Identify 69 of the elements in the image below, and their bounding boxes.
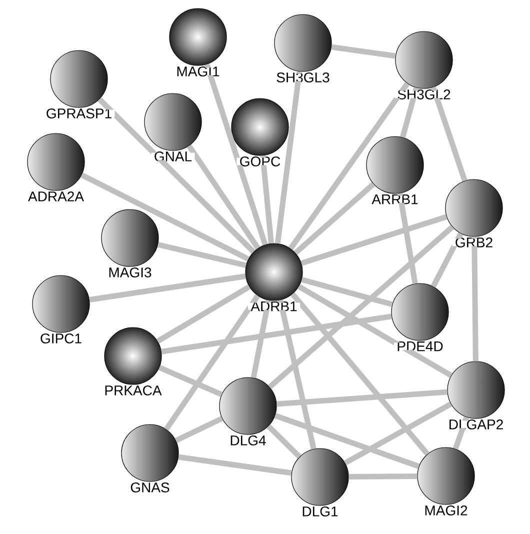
interaction-line bbox=[430, 86, 468, 182]
protein-node: DLG4 bbox=[219, 377, 277, 446]
interaction-line bbox=[300, 214, 448, 266]
protein-node: GNAL bbox=[144, 93, 202, 162]
interaction-line bbox=[290, 292, 430, 456]
node-label: ARRB1 bbox=[372, 194, 418, 204]
node-label: ADRA2A bbox=[28, 191, 84, 202]
interaction-line bbox=[98, 97, 256, 254]
node-label: SH3GL3 bbox=[276, 72, 330, 82]
interaction-line bbox=[186, 144, 260, 250]
interaction-line bbox=[276, 389, 448, 407]
node-label: DLG1 bbox=[302, 506, 338, 516]
node-label: GIPC1 bbox=[40, 333, 82, 344]
protein-node: GNAS bbox=[121, 424, 179, 492]
interaction-line bbox=[268, 224, 454, 390]
node-label: GNAL bbox=[154, 151, 192, 162]
interaction-line bbox=[260, 155, 274, 244]
interaction-line bbox=[89, 274, 246, 302]
node-label: MAGI1 bbox=[177, 66, 220, 76]
interaction-line bbox=[294, 182, 376, 255]
protein-node: DLG1 bbox=[291, 448, 349, 516]
protein-node: MAGI2 bbox=[417, 447, 475, 516]
protein-node: ADRA2A bbox=[27, 133, 85, 202]
node-label: DLG4 bbox=[230, 435, 266, 446]
interaction-line bbox=[266, 424, 302, 459]
node-label: GPRASP1 bbox=[46, 108, 112, 118]
interaction-line bbox=[178, 454, 292, 476]
node-label: MAGI3 bbox=[109, 267, 152, 278]
protein-node: GPRASP1 bbox=[46, 50, 112, 118]
interaction-line bbox=[331, 44, 396, 59]
interaction-line bbox=[250, 300, 272, 378]
interaction-line bbox=[158, 364, 223, 398]
interaction-line bbox=[174, 416, 224, 444]
protein-node: MAGI1 bbox=[169, 8, 227, 76]
node-label: GOPC bbox=[240, 156, 280, 166]
interaction-line bbox=[472, 236, 478, 362]
protein-node: PDE4D bbox=[391, 283, 449, 352]
interaction-line bbox=[452, 416, 470, 450]
protein-node: GRB2 bbox=[445, 179, 503, 248]
interaction-line bbox=[301, 276, 393, 308]
interaction-line bbox=[157, 242, 247, 268]
protein-node: SH3GL3 bbox=[274, 14, 332, 82]
interaction-line bbox=[400, 87, 419, 138]
node-label: MAGI2 bbox=[425, 505, 468, 516]
interaction-line bbox=[274, 413, 420, 469]
protein-node: MAGI3 bbox=[101, 209, 159, 278]
node-label: GNAS bbox=[130, 482, 170, 492]
interaction-line bbox=[161, 314, 392, 354]
interaction-line bbox=[274, 71, 302, 244]
node-label: PRKACA bbox=[105, 385, 162, 396]
interaction-line bbox=[430, 232, 464, 288]
interaction-line bbox=[156, 284, 251, 344]
interaction-line bbox=[164, 294, 260, 431]
protein-node: GOPC bbox=[231, 98, 289, 166]
interaction-line bbox=[80, 172, 250, 262]
protein-node: GIPC1 bbox=[32, 275, 90, 344]
interaction-line bbox=[297, 284, 453, 378]
protein-node: PRKACA bbox=[104, 327, 162, 396]
node-label: GRB2 bbox=[456, 237, 492, 248]
interaction-line bbox=[348, 473, 418, 480]
node-label: DLGAP2 bbox=[450, 419, 503, 430]
interaction-line bbox=[344, 402, 452, 466]
protein-node: DLGAP2 bbox=[447, 361, 505, 430]
interaction-line bbox=[204, 64, 268, 246]
interaction-line bbox=[397, 192, 418, 284]
interaction-line bbox=[278, 300, 316, 450]
node-label: PDE4D bbox=[398, 342, 443, 352]
protein-node: ARRB1 bbox=[366, 136, 424, 204]
interaction-line bbox=[288, 82, 410, 250]
